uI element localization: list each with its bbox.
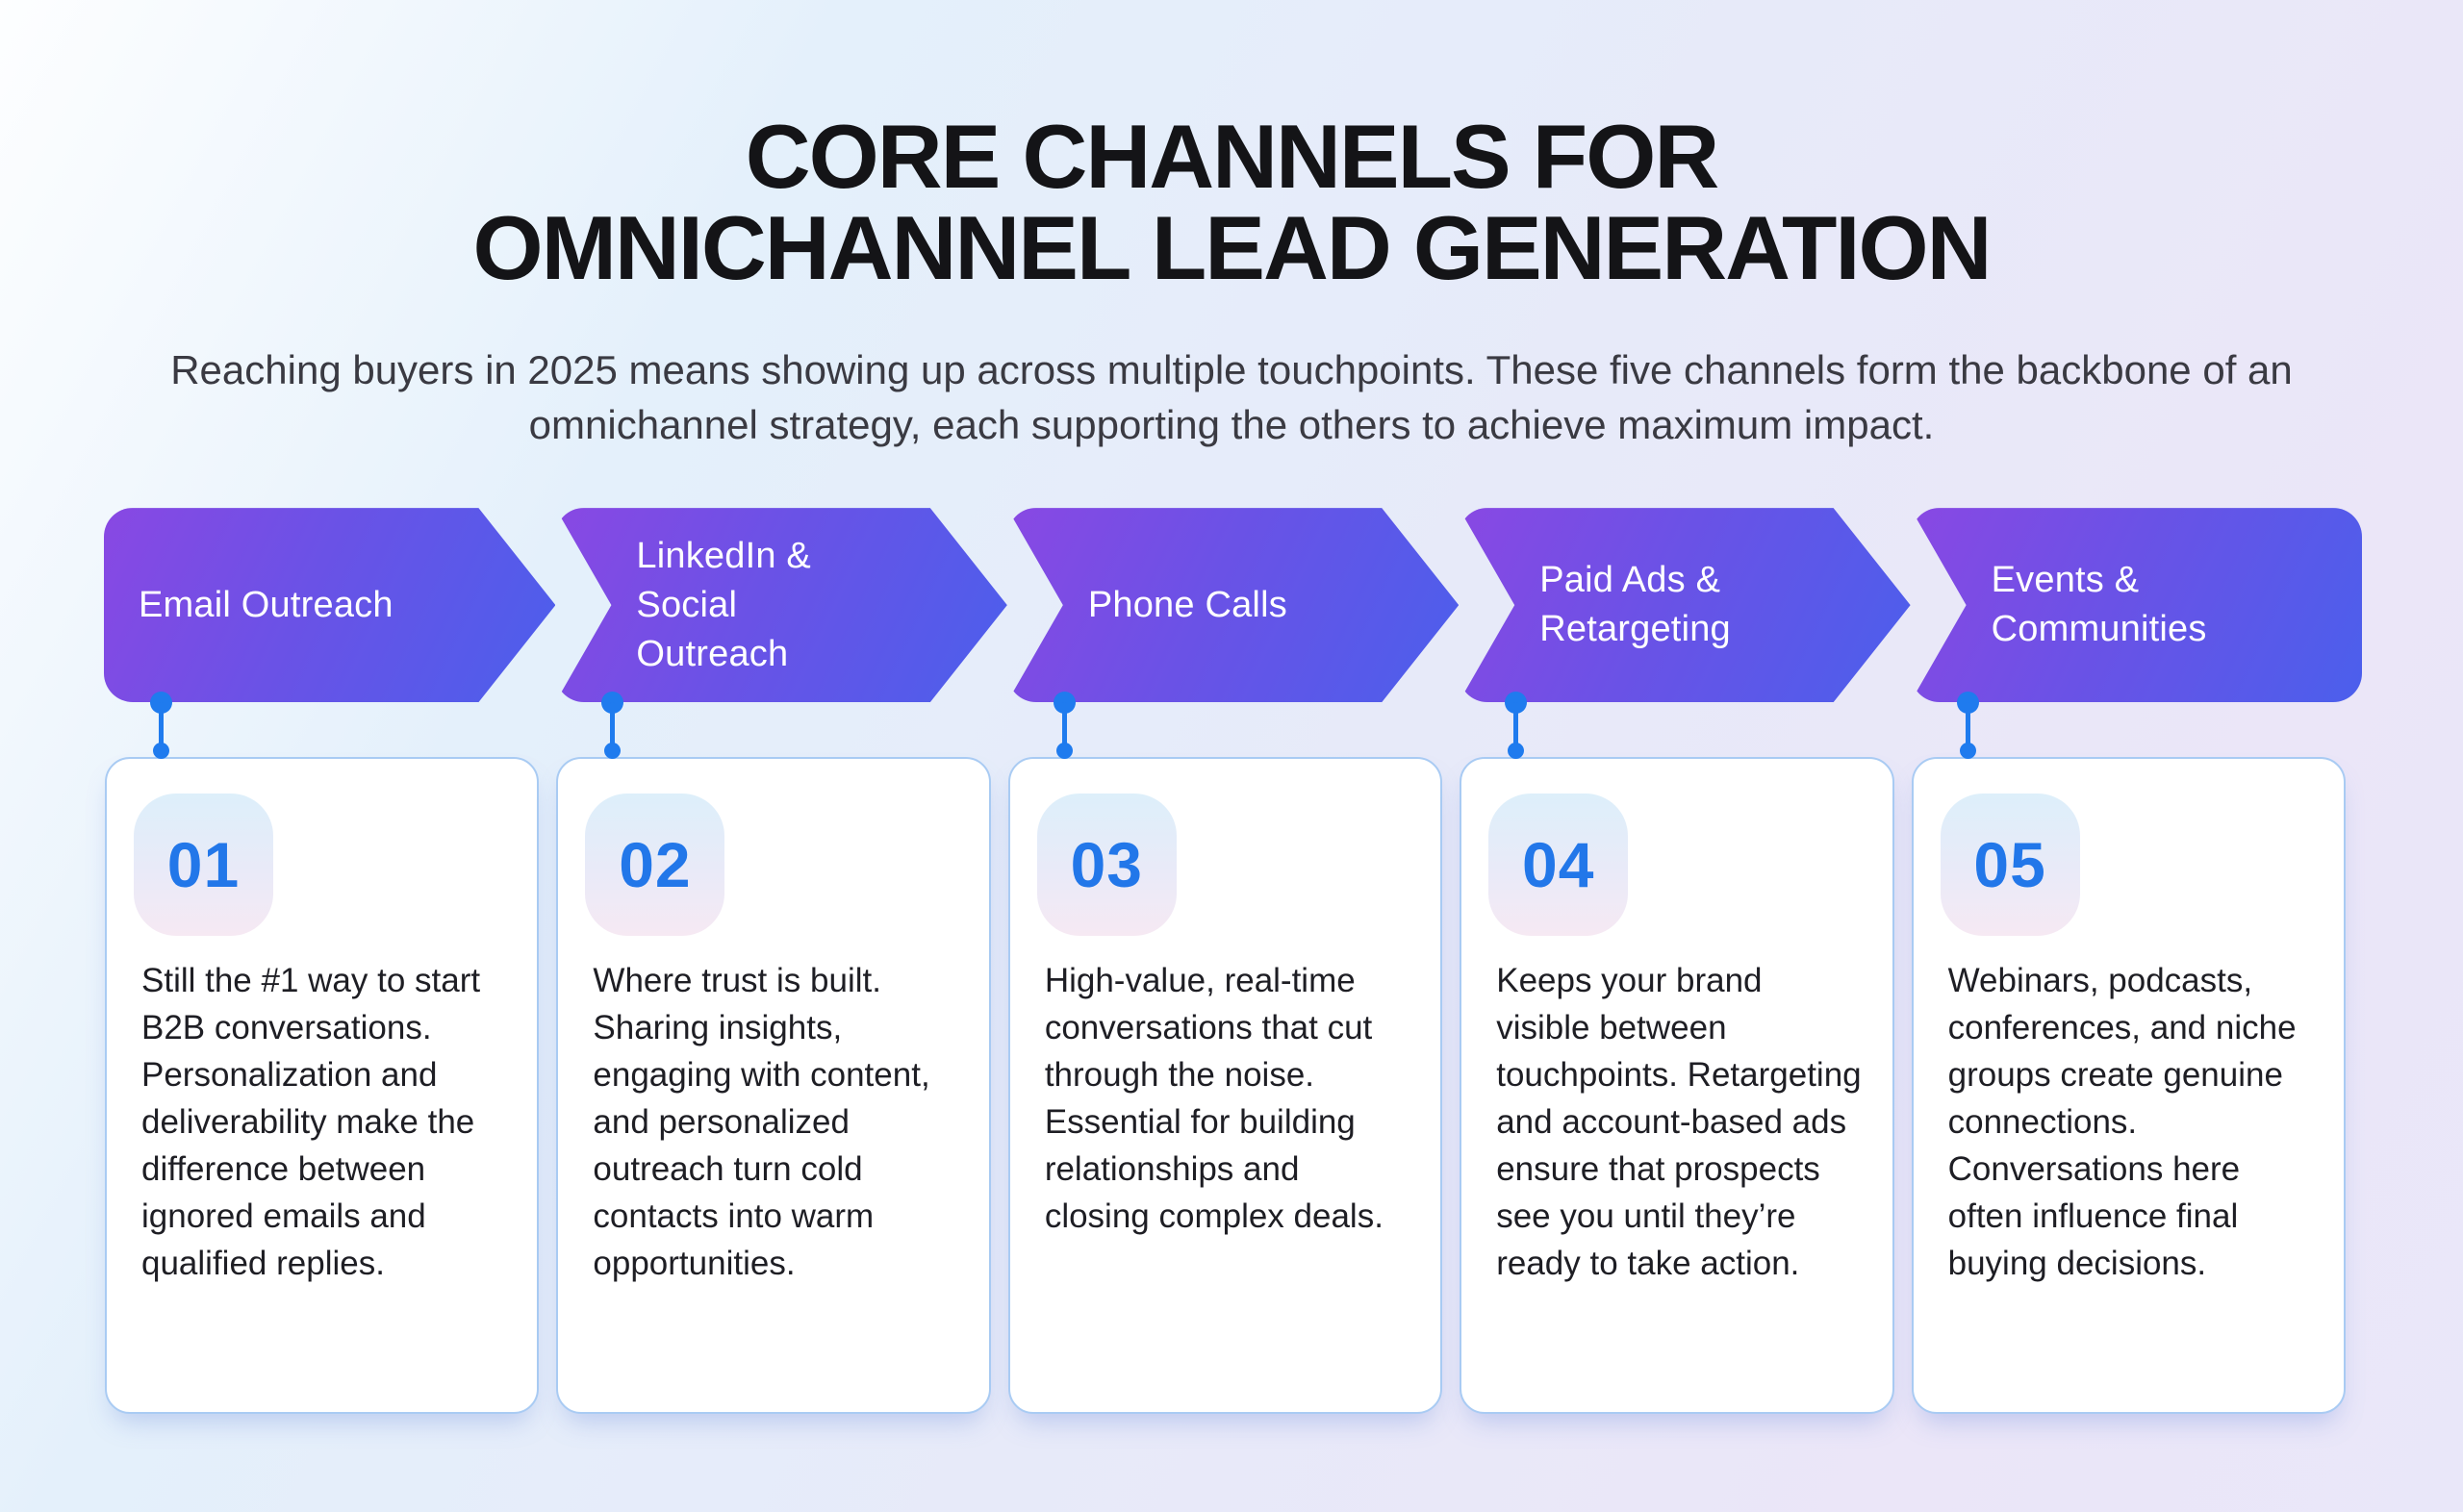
connector-stem xyxy=(1513,702,1519,758)
channel-column-paid-ads: Paid Ads & Retargeting 04 Keeps your bra… xyxy=(1459,508,1910,1415)
page-subtitle: Reaching buyers in 2025 means showing up… xyxy=(170,346,2293,447)
number-badge: 02 xyxy=(585,794,725,937)
connector-dot-bottom xyxy=(604,743,622,760)
channel-arrow-linkedin-social: LinkedIn & Social Outreach xyxy=(555,508,1006,702)
channel-arrow-phone-calls: Phone Calls xyxy=(1007,508,1459,702)
connector xyxy=(555,692,1006,760)
channel-arrow-email-outreach: Email Outreach xyxy=(104,508,555,702)
header: CORE CHANNELS FOR OMNICHANNEL LEAD GENER… xyxy=(0,0,2463,452)
connector-dot-bottom xyxy=(1508,743,1525,760)
connector-stem xyxy=(610,702,616,758)
number-badge: 03 xyxy=(1036,794,1177,937)
channel-column-linkedin-social: LinkedIn & Social Outreach 02 Where trus… xyxy=(555,508,1006,1415)
connector xyxy=(1911,692,2362,760)
number-badge: 01 xyxy=(134,794,273,937)
number-badge-label: 01 xyxy=(166,829,241,901)
page-title: CORE CHANNELS FOR OMNICHANNEL LEAD GENER… xyxy=(0,111,2463,294)
connector xyxy=(104,692,555,760)
channel-description: Where trust is built. Sharing insights, … xyxy=(593,962,930,1283)
channel-description: Keeps your brand visible between touchpo… xyxy=(1496,962,1862,1283)
number-badge-label: 03 xyxy=(1070,829,1144,901)
channel-description: Webinars, podcasts, conferences, and nic… xyxy=(1947,962,2297,1283)
connector-dot-bottom xyxy=(1959,743,1976,760)
channel-arrow-label: Email Outreach xyxy=(139,584,394,625)
connector-dot-bottom xyxy=(1055,743,1073,760)
channels-row: Email Outreach 01 Still the #1 way to st… xyxy=(0,508,2463,1415)
channel-card-paid-ads: 04 Keeps your brand visible between touc… xyxy=(1460,757,1894,1415)
connector-stem xyxy=(1061,702,1067,758)
number-badge-label: 02 xyxy=(619,829,692,901)
number-badge: 05 xyxy=(1940,794,2080,937)
channel-card-phone-calls: 03 High-value, real-time conversations t… xyxy=(1007,757,1443,1415)
connector-stem xyxy=(1965,702,1970,758)
channel-card-linkedin-social: 02 Where trust is built. Sharing insight… xyxy=(556,757,991,1415)
channel-description: High-value, real-time conversations that… xyxy=(1044,962,1384,1236)
channel-arrow-paid-ads: Paid Ads & Retargeting xyxy=(1459,508,1910,702)
channel-arrow-events-communities: Events & Communities xyxy=(1910,508,2363,703)
channel-column-events-communities: Events & Communities 05 Webinars, podcas… xyxy=(1910,508,2363,1415)
channel-arrow-label: Paid Ads & Retargeting xyxy=(1539,560,1731,650)
channel-arrow-label: Phone Calls xyxy=(1087,584,1287,625)
connector xyxy=(1007,692,1459,760)
connector-dot-bottom xyxy=(153,743,169,760)
channel-arrow-label: LinkedIn & Social Outreach xyxy=(636,535,811,674)
number-badge-label: 05 xyxy=(1973,829,2046,901)
channel-description: Still the #1 way to start B2B conversati… xyxy=(141,962,481,1283)
connector-stem xyxy=(159,702,164,758)
channel-column-phone-calls: Phone Calls 03 High-value, real-time con… xyxy=(1007,508,1459,1415)
number-badge-label: 04 xyxy=(1522,829,1595,901)
channel-column-email-outreach: Email Outreach 01 Still the #1 way to st… xyxy=(104,508,555,1415)
channel-card-events-communities: 05 Webinars, podcasts, conferences, and … xyxy=(1911,757,2347,1415)
title-line-2: OMNICHANNEL LEAD GENERATION xyxy=(472,196,1992,298)
title-line-1: CORE CHANNELS FOR xyxy=(745,106,1719,207)
connector xyxy=(1459,692,1910,760)
channel-card-email-outreach: 01 Still the #1 way to start B2B convers… xyxy=(105,757,540,1415)
number-badge: 04 xyxy=(1488,794,1629,937)
channel-arrow-label: Events & Communities xyxy=(1991,560,2207,650)
